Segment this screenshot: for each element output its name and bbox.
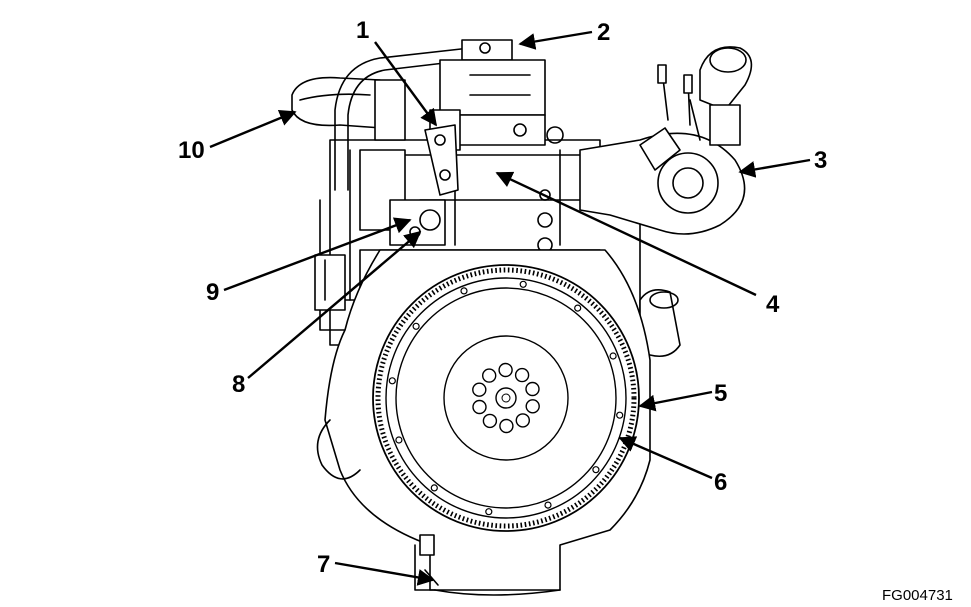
rim-bolt [395, 436, 403, 444]
rim-bolt [609, 352, 617, 360]
leader-7 [334, 561, 435, 586]
lifting-bracket [424, 124, 459, 196]
rim-bolt [412, 322, 420, 330]
hub-bolt [499, 418, 514, 434]
fuel-pipe-loop [334, 47, 471, 191]
rim-bolt [485, 508, 493, 516]
hub-bolt [472, 399, 487, 415]
callout-2: 2 [597, 19, 610, 46]
callout-7: 7 [317, 551, 330, 578]
coolant-outlet [639, 289, 681, 358]
rim-bolt [574, 304, 582, 312]
hub-bolt [482, 368, 497, 383]
callout-9: 9 [206, 279, 219, 306]
exhaust-elbow [291, 76, 406, 141]
rim-bolt [388, 377, 396, 385]
leader-3 [738, 158, 811, 178]
hub-bolt [472, 382, 487, 397]
flywheel-assembly [372, 264, 640, 532]
leader-8 [247, 230, 422, 379]
rim-bolt [544, 501, 552, 509]
crankshaft-hub-bolts [472, 362, 540, 434]
callout-labels: 1 2 3 4 5 6 7 8 9 10 [178, 17, 827, 578]
rim-bolt [519, 280, 527, 288]
leader-9 [223, 217, 412, 292]
leader-1 [374, 41, 437, 127]
figure-id: FG004731 [882, 587, 953, 604]
turbocharger [579, 46, 753, 235]
rim-bolt [460, 287, 468, 295]
leader-4 [495, 171, 757, 297]
hub-bolt [525, 381, 540, 397]
callout-5: 5 [714, 380, 727, 407]
leader-10 [209, 109, 297, 149]
hub-bolt [482, 413, 498, 429]
hub-bolt [515, 413, 530, 428]
leader-6 [618, 436, 713, 480]
hub-bolt [514, 367, 530, 383]
rim-bolt [592, 466, 600, 474]
callout-10: 10 [178, 137, 205, 164]
leader-5 [638, 390, 713, 412]
rim-bolt [616, 411, 624, 419]
callout-3: 3 [814, 147, 827, 174]
callout-4: 4 [766, 291, 780, 318]
flywheel-rim-bolts [388, 280, 624, 516]
flywheel-face [395, 287, 617, 509]
callout-6: 6 [714, 469, 727, 496]
callout-1: 1 [356, 17, 369, 44]
hub-bolt [525, 399, 540, 414]
rim-bolt [430, 484, 438, 492]
callout-8: 8 [232, 371, 245, 398]
leader-2 [518, 30, 593, 50]
callout-leaders [209, 30, 811, 586]
hub-bolt [498, 362, 513, 378]
ring-gear-teeth [375, 267, 637, 529]
